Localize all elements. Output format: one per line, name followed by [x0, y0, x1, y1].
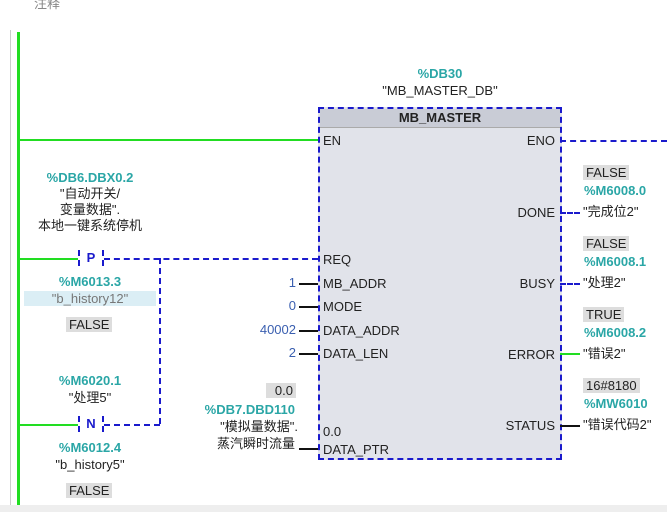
req-contact-addr: %DB6.DBX0.2 [46, 170, 134, 185]
pin-data-len: DATA_LEN [323, 346, 389, 361]
error-value: TRUE [583, 307, 625, 322]
mb-addr-wire [299, 283, 318, 285]
network-border [10, 30, 11, 510]
mb-master-block[interactable]: MB_MASTER [318, 107, 562, 460]
n-wire [18, 424, 78, 426]
ptr-name1: "模拟量数据". [220, 419, 298, 434]
status-addr: %MW6010 [584, 396, 648, 411]
n-edge-value: FALSE [66, 483, 113, 498]
pin-busy: BUSY [519, 276, 555, 291]
req-wire [18, 258, 78, 260]
instance-db-name: "MB_MASTER_DB" [382, 83, 498, 98]
n-contact-addr: %M6020.1 [58, 373, 122, 388]
status-wire [560, 425, 580, 427]
ptr-wire [299, 448, 318, 450]
busy-value: FALSE [583, 236, 630, 251]
n-edge-addr: %M6012.4 [58, 440, 122, 455]
busy-name: "处理2" [583, 275, 626, 290]
mode-value[interactable]: 0 [288, 298, 296, 313]
pin-status: STATUS [505, 418, 555, 433]
error-addr: %M6008.2 [584, 325, 647, 340]
ptr-name2: 蒸汽瞬时流量 [216, 436, 295, 451]
data-len-value[interactable]: 2 [288, 345, 296, 360]
n-contact-name: "处理5" [68, 390, 112, 405]
error-wire [560, 353, 580, 355]
pin-data-ptr-value: 0.0 [323, 424, 342, 439]
mode-wire [299, 306, 318, 308]
n-dashed-wire [104, 424, 160, 426]
instance-db-addr: %DB30 [417, 66, 463, 81]
n-contact[interactable]: N [78, 416, 104, 432]
n-edge-name: "b_history5" [55, 457, 125, 472]
p-edge-value: FALSE [66, 317, 113, 332]
done-value: FALSE [583, 165, 630, 180]
power-rail [17, 32, 20, 507]
data-len-wire [299, 353, 318, 355]
busy-wire [560, 283, 580, 285]
done-name: "完成位2" [583, 204, 639, 219]
eno-wire [560, 140, 667, 142]
p-edge-addr: %M6013.3 [58, 274, 122, 289]
done-wire [560, 212, 580, 214]
pin-done: DONE [517, 205, 555, 220]
req-contact-name3: 本地一键系统停机 [37, 218, 142, 233]
pin-error: ERROR [508, 347, 555, 362]
busy-addr: %M6008.1 [584, 254, 647, 269]
pin-req: REQ [323, 252, 352, 267]
status-name: "错误代码2" [583, 417, 652, 432]
done-addr: %M6008.0 [584, 183, 647, 198]
pin-data-addr: DATA_ADDR [323, 323, 400, 338]
data-addr-wire [299, 330, 318, 332]
req-dashed-wire [104, 258, 318, 260]
mb-addr-value[interactable]: 1 [288, 275, 296, 290]
req-contact-name1: "自动开关/ [59, 186, 121, 201]
pin-en: EN [323, 133, 342, 148]
pin-eno: ENO [526, 133, 555, 148]
status-value: 16#8180 [583, 378, 640, 393]
p-edge-name: "b_history12" [24, 291, 156, 306]
p-contact[interactable]: P [78, 250, 104, 266]
data-addr-value[interactable]: 40002 [259, 322, 296, 337]
error-name: "错误2" [583, 346, 626, 361]
pin-data-ptr: DATA_PTR [323, 442, 389, 457]
ptr-value: 0.0 [266, 383, 296, 398]
pin-mode: MODE [323, 299, 362, 314]
comment-label: 注释 [34, 0, 61, 11]
en-wire [18, 139, 318, 141]
req-contact-name2: 变量数据". [59, 202, 121, 217]
pin-mb-addr: MB_ADDR [323, 276, 387, 291]
block-title: MB_MASTER [320, 109, 560, 128]
ptr-addr: %DB7.DBD110 [204, 402, 295, 417]
bottom-strip [0, 505, 667, 512]
or-branch-wire [159, 258, 161, 424]
